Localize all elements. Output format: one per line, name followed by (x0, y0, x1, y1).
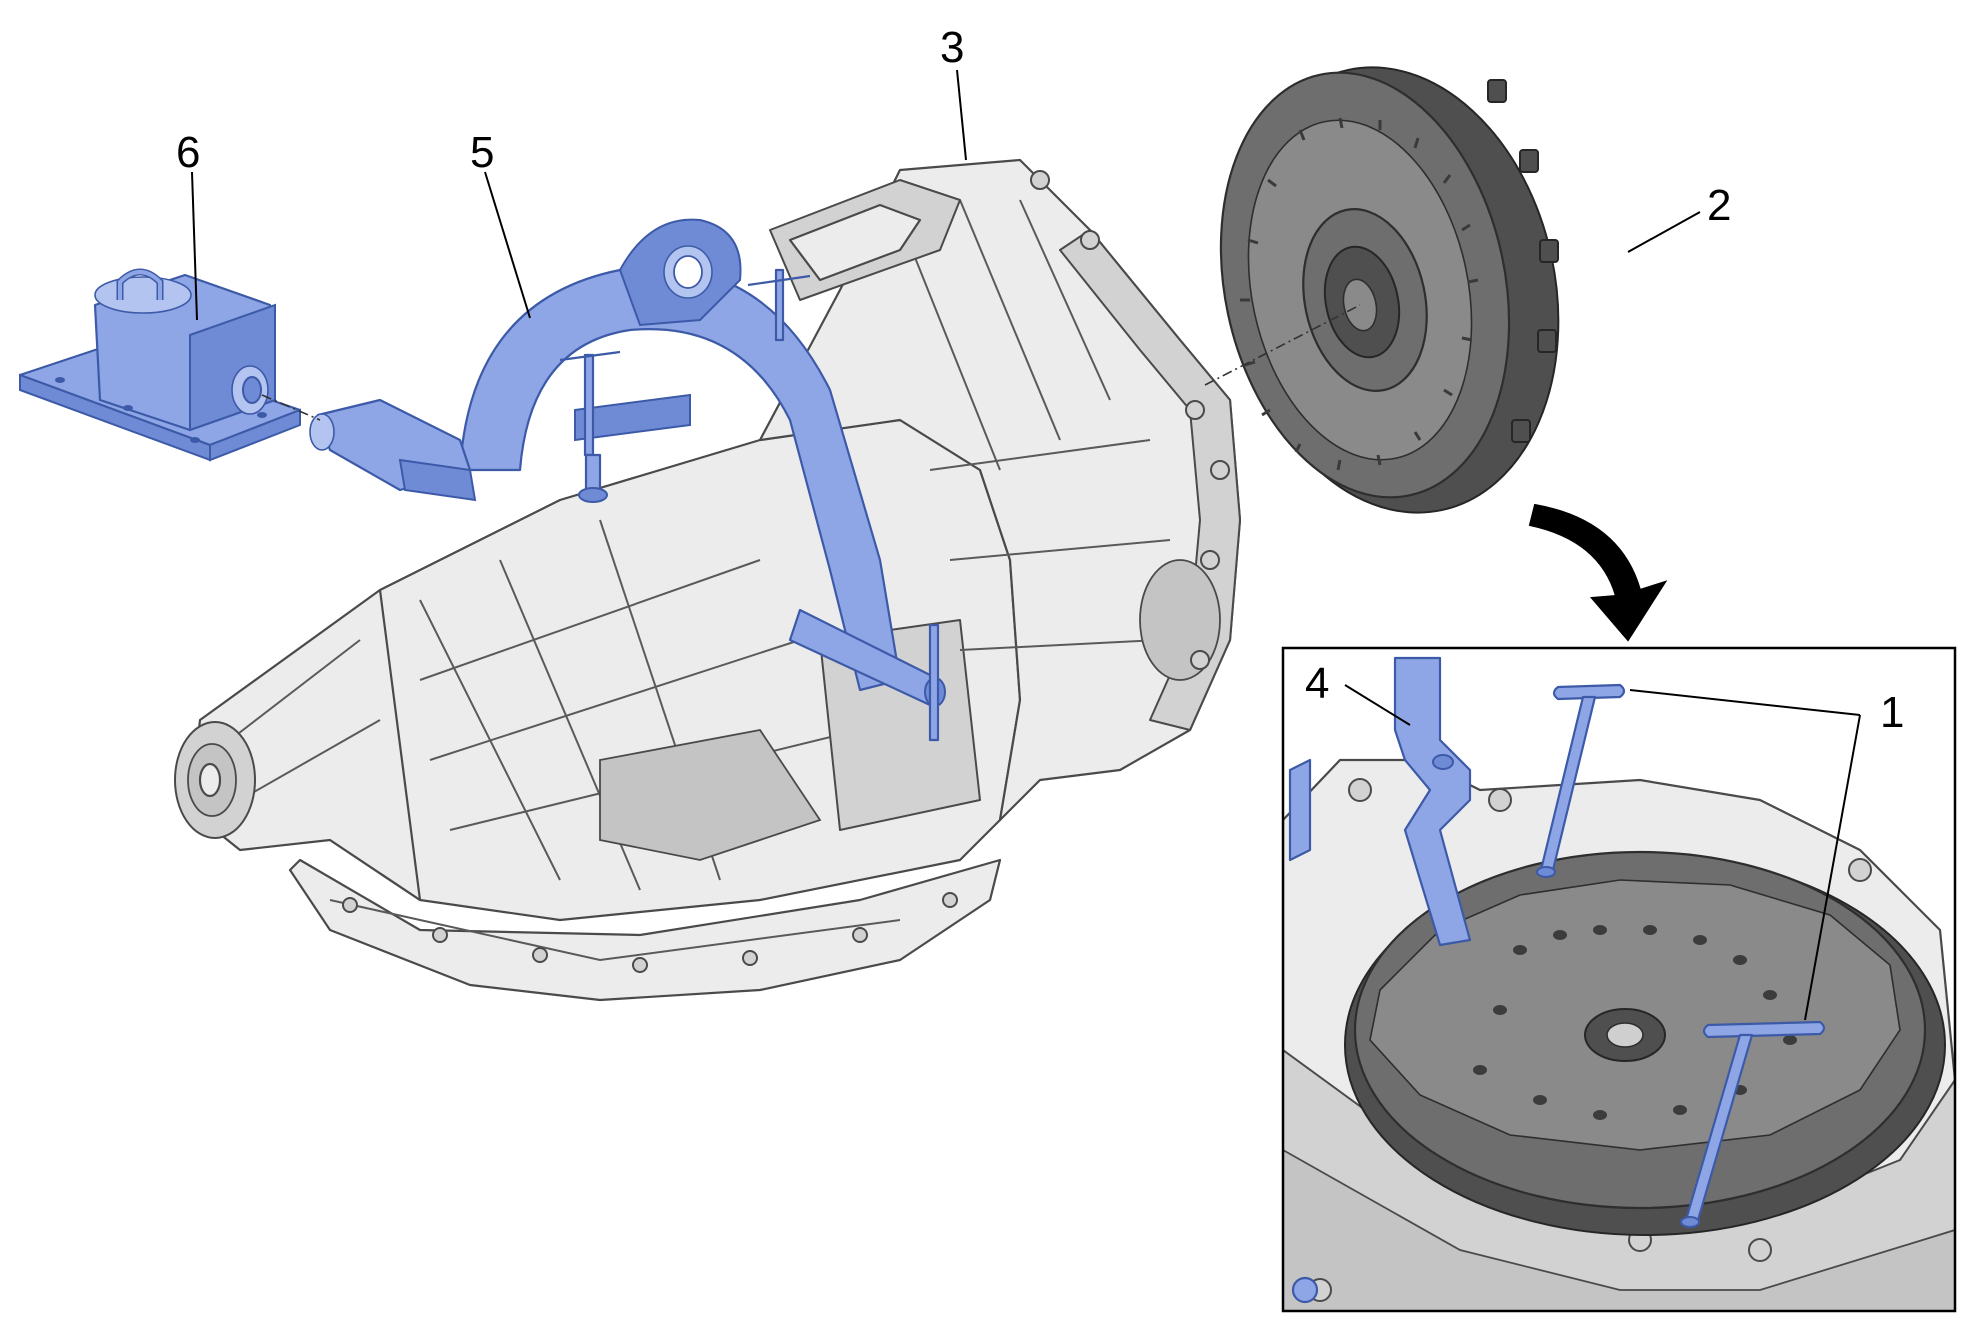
inset-detail (1281, 646, 1957, 1313)
callout-leaders (191, 69, 1861, 1021)
callout-1: 1 (1880, 688, 1904, 737)
bench-mount-tool (18, 268, 477, 502)
pan-bolts (342, 892, 958, 973)
lifting-bracket-tool (458, 218, 946, 742)
callout-labels: 6 5 3 2 4 1 (176, 23, 1904, 737)
callout-3: 3 (940, 23, 964, 72)
torque-converter (1204, 66, 1560, 514)
converter-studs (1487, 79, 1559, 443)
flexplate-holes (1473, 925, 1797, 1120)
bell-housing-bolts (1030, 170, 1230, 670)
detail-arrow-icon (1528, 503, 1668, 642)
inset-frame (1281, 646, 1957, 1313)
converter-fin-marks (1240, 117, 1479, 471)
callout-6: 6 (176, 128, 200, 177)
callout-2: 2 (1707, 181, 1731, 230)
callout-4: 4 (1305, 659, 1329, 708)
callout-5: 5 (470, 128, 494, 177)
